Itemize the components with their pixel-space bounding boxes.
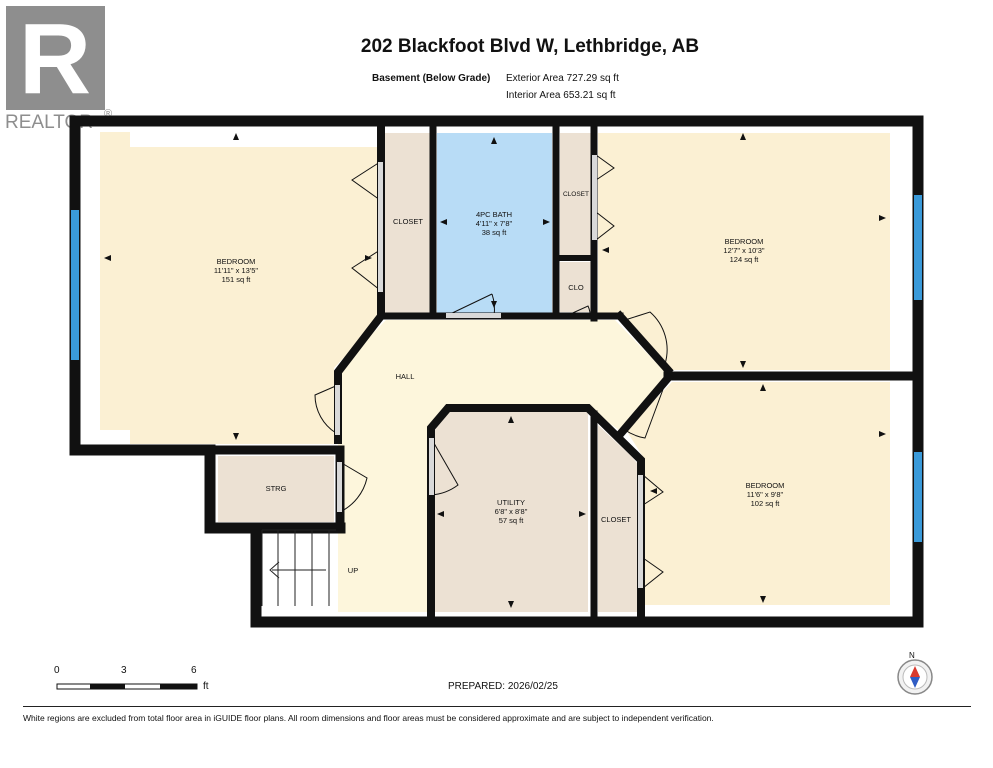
- window-west: [71, 210, 79, 360]
- door-closet-bottom-b: [642, 557, 664, 589]
- floor-plan: BEDROOM 11'11" x 13'5" 151 sq ft CLOSET …: [56, 115, 933, 695]
- door-bedroom-se: [624, 383, 666, 439]
- bedroom-left-dims: 11'11" x 13'5": [214, 266, 259, 275]
- bedroom-se-name: BEDROOM: [746, 481, 785, 490]
- exterior-area: Exterior Area 727.29 sq ft: [506, 73, 619, 84]
- bedroom-ne-name: BEDROOM: [725, 237, 764, 246]
- door-closet-left-a: [351, 161, 381, 201]
- doors: [314, 154, 668, 589]
- bedroom-se-floor: [626, 382, 890, 605]
- stairs: [261, 529, 336, 606]
- door-closet-top-b: [595, 211, 615, 241]
- bedroom-left-floor: [100, 132, 378, 444]
- closet-top-label: CLOSET: [563, 191, 589, 198]
- door-closet-top-a: [595, 154, 615, 181]
- dimension-arrows: [104, 133, 886, 608]
- scale-labels: 0 3 6 ft: [48, 665, 228, 695]
- room-fills: [100, 132, 890, 612]
- storage-label: STRG: [266, 484, 287, 493]
- bedroom-ne-area: 124 sq ft: [730, 255, 760, 264]
- stairs-label: UP: [348, 566, 358, 575]
- door-closet-bottom-a: [642, 474, 664, 506]
- closet-bottom-floor: [598, 425, 637, 612]
- closet-bottom-label: CLOSET: [601, 515, 631, 524]
- bath-floor: [437, 133, 552, 313]
- bedroom-se-dims: 11'6" x 9'8": [747, 490, 784, 499]
- utility-area: 57 sq ft: [499, 516, 525, 525]
- window-east-upper: [914, 195, 922, 300]
- interior-area: Interior Area 653.21 sq ft: [506, 90, 616, 101]
- hall-floor: [338, 320, 668, 612]
- hall-label: HALL: [396, 372, 415, 381]
- realtor-logo: R REALTOR ®: [5, 3, 112, 132]
- closet-top-floor: [560, 133, 592, 255]
- utility-dims: 6'8" x 8'8": [495, 507, 528, 516]
- bedroom-ne-floor: [598, 133, 890, 370]
- disclaimer: White regions are excluded from total fl…: [23, 706, 971, 723]
- door-bedroom-left: [314, 384, 339, 434]
- prepared-date: PREPARED: 2026/02/25: [448, 681, 558, 692]
- logo-registered-mark: ®: [104, 108, 112, 120]
- scale-tick-3: 3: [121, 665, 127, 676]
- clo-label: CLO: [568, 283, 584, 292]
- page-title: 202 Blackfoot Blvd W, Lethbridge, AB: [360, 36, 700, 57]
- closet-left-floor: [385, 133, 430, 313]
- utility-name: UTILITY: [497, 498, 525, 507]
- bedroom-left-name: BEDROOM: [217, 257, 256, 266]
- storage-floor: [218, 456, 334, 522]
- scale-unit: ft: [203, 681, 209, 692]
- scale-bar: [56, 683, 198, 690]
- windows: [71, 195, 922, 542]
- level-label: Basement (Below Grade): [372, 73, 491, 84]
- door-bedroom-ne: [624, 311, 668, 365]
- logo-letter: R: [19, 3, 91, 115]
- compass-icon: [897, 659, 933, 695]
- bedroom-ne-dims: 12'7" x 10'3": [723, 246, 764, 255]
- stairs-floor: [262, 530, 336, 606]
- door-storage: [339, 461, 368, 513]
- door-clo: [565, 305, 591, 319]
- closet-left-label: CLOSET: [393, 217, 423, 226]
- scale-tick-6: 6: [191, 665, 197, 676]
- bedroom-left-area: 151 sq ft: [222, 275, 252, 284]
- compass-north-label: N: [909, 651, 915, 660]
- bath-area: 38 sq ft: [482, 228, 508, 237]
- utility-floor: [435, 412, 588, 612]
- door-closet-left-b: [351, 249, 381, 291]
- bath-name: 4PC BATH: [476, 210, 512, 219]
- clo-floor: [560, 262, 592, 312]
- room-labels: BEDROOM 11'11" x 13'5" 151 sq ft CLOSET …: [214, 191, 784, 575]
- scale-tick-0: 0: [54, 665, 60, 676]
- bath-dims: 4'11" x 7'8": [476, 219, 513, 228]
- window-east-lower: [914, 452, 922, 542]
- bedroom-se-area: 102 sq ft: [751, 499, 781, 508]
